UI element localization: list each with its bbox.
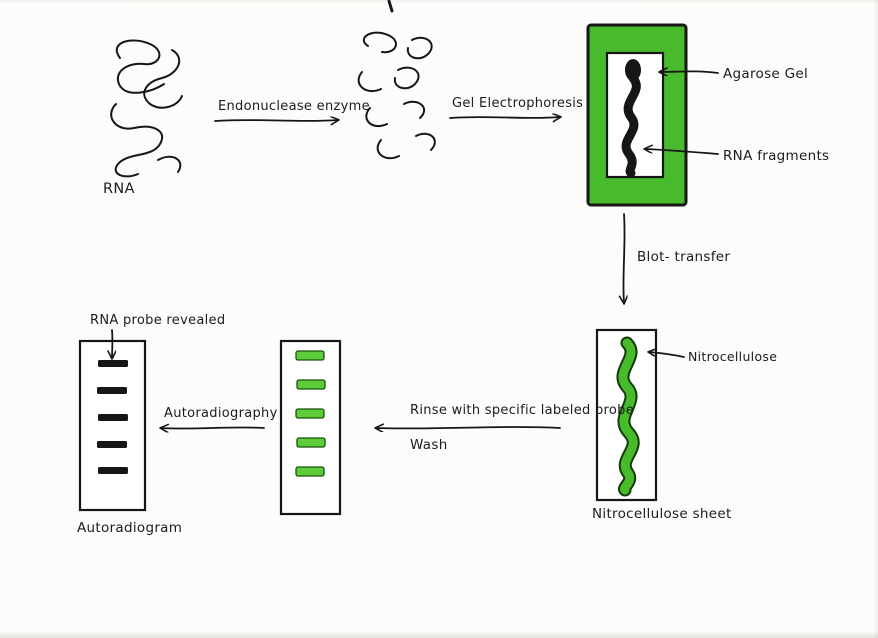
endonuclease-label: Endonuclease enzyme: [218, 99, 370, 114]
endonuclease-arrow: [214, 120, 338, 121]
film-band: [97, 441, 127, 448]
film-band: [98, 467, 128, 474]
nitrocellulose-label: Nitrocellulose: [688, 349, 777, 364]
gel-electrophoresis-label: Gel Electrophoresis: [452, 96, 583, 111]
scan-artifact-mark: [387, 0, 394, 13]
autoradiogram-box: [78, 339, 147, 512]
rna-label: RNA: [103, 181, 135, 197]
nitrocellulose-sheet-label: Nitrocellulose sheet: [592, 506, 732, 522]
agarose-gel-callout: [660, 71, 719, 73]
nitrocellulose-ribbon: [618, 338, 638, 495]
probe-band: [295, 466, 325, 477]
rna-band-blob-head: [625, 59, 641, 81]
film-band: [98, 414, 128, 421]
wash-label: Wash: [410, 437, 448, 453]
blot-transfer-arrow: [623, 213, 624, 303]
probe-band: [295, 350, 325, 361]
agarose-gel-label: Agarose Gel: [723, 66, 808, 82]
autoradiogram-label: Autoradiogram: [77, 520, 182, 536]
probe-blot-frame: [279, 339, 342, 516]
rna-band-blob: [621, 73, 641, 178]
agarose-gel-box: [586, 23, 688, 207]
film-band: [97, 387, 127, 394]
nitrocellulose-sheet-box: [595, 328, 658, 502]
probe-bands: [295, 350, 326, 477]
blot-transfer-label: Blot- transfer: [637, 249, 730, 265]
autoradiogram-frame: [78, 339, 147, 512]
rna-fragments-label: RNA fragments: [723, 148, 829, 164]
rna-fragments-sketch: [357, 31, 436, 160]
gel-electrophoresis-arrow: [449, 117, 560, 118]
autoradiography-arrow: [161, 427, 265, 428]
autoradiography-label: Autoradiography: [164, 406, 278, 421]
probe-band: [295, 408, 325, 419]
autoradiogram-bands: [97, 360, 128, 474]
rna-fragments-callout: [645, 149, 719, 155]
probe-blot-box: [279, 339, 342, 516]
nitrocellulose-callout: [649, 352, 685, 358]
probe-band: [296, 379, 326, 390]
probe-band: [296, 437, 326, 448]
rna-molecule-sketch: [110, 39, 183, 178]
film-band: [98, 360, 128, 367]
rinse-wash-arrow: [376, 427, 561, 428]
rna-probe-revealed-label: RNA probe revealed: [90, 313, 225, 328]
rinse-label: Rinse with specific labeled probe: [410, 403, 634, 418]
